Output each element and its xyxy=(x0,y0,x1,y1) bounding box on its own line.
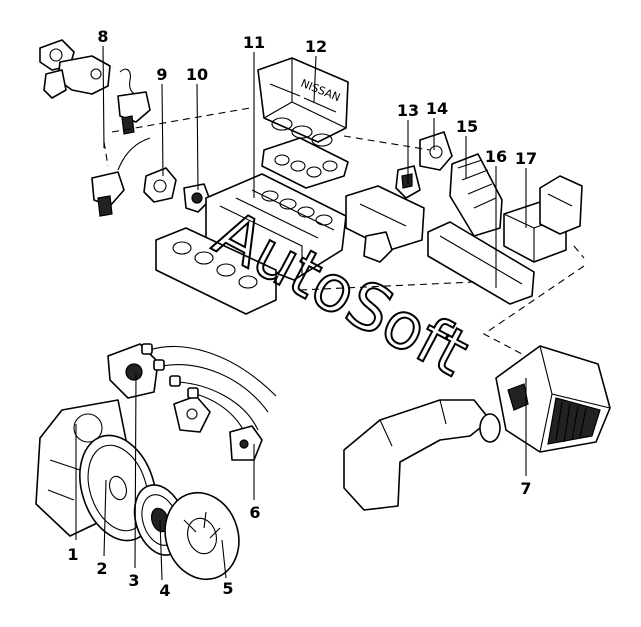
idle-control-valve xyxy=(419,131,453,171)
assembly-line xyxy=(573,245,585,259)
assembly-line xyxy=(482,265,585,355)
thermostat-housing xyxy=(39,39,151,135)
assembly-line xyxy=(103,141,109,167)
air-box-bracket xyxy=(539,175,583,235)
callout-13: 13 xyxy=(397,101,419,120)
callout-17: 17 xyxy=(515,149,537,168)
air-duct-bellows xyxy=(449,153,503,237)
pressure-plate xyxy=(164,491,240,581)
callout-16: 16 xyxy=(485,147,507,166)
callout-11: 11 xyxy=(243,33,265,52)
manifold-gasket-upper xyxy=(261,137,349,189)
leader-lines xyxy=(75,45,527,581)
callout-8: 8 xyxy=(97,27,108,46)
intake-runner-tube xyxy=(427,221,535,305)
callout-labels: 1 2 3 4 5 6 7 8 9 10 11 12 13 14 15 16 1… xyxy=(67,27,537,600)
callout-3: 3 xyxy=(128,571,139,590)
callout-7: 7 xyxy=(520,479,531,498)
callout-5: 5 xyxy=(222,579,233,598)
callout-9: 9 xyxy=(156,65,167,84)
callout-1: 1 xyxy=(67,545,78,564)
callout-10: 10 xyxy=(186,65,208,84)
callout-4: 4 xyxy=(159,581,170,600)
assembly-line xyxy=(343,135,431,151)
callout-14: 14 xyxy=(426,99,448,118)
callout-6: 6 xyxy=(249,503,260,522)
callout-15: 15 xyxy=(456,117,478,136)
air-cleaner-box xyxy=(495,345,611,453)
callout-12: 12 xyxy=(305,37,327,56)
exhaust-manifold-flange xyxy=(155,227,277,315)
engine-top-cover: NISSAN xyxy=(257,57,349,147)
distributor xyxy=(107,343,211,433)
ignition-coil-terminals xyxy=(229,425,263,461)
throttle-body xyxy=(345,185,425,263)
intake-air-pipe xyxy=(343,399,501,511)
coolant-fitting xyxy=(143,167,177,203)
assembly-line xyxy=(299,281,475,291)
o-ring-seal xyxy=(183,183,211,213)
sensor-assembly xyxy=(91,137,151,217)
callout-2: 2 xyxy=(96,559,107,578)
